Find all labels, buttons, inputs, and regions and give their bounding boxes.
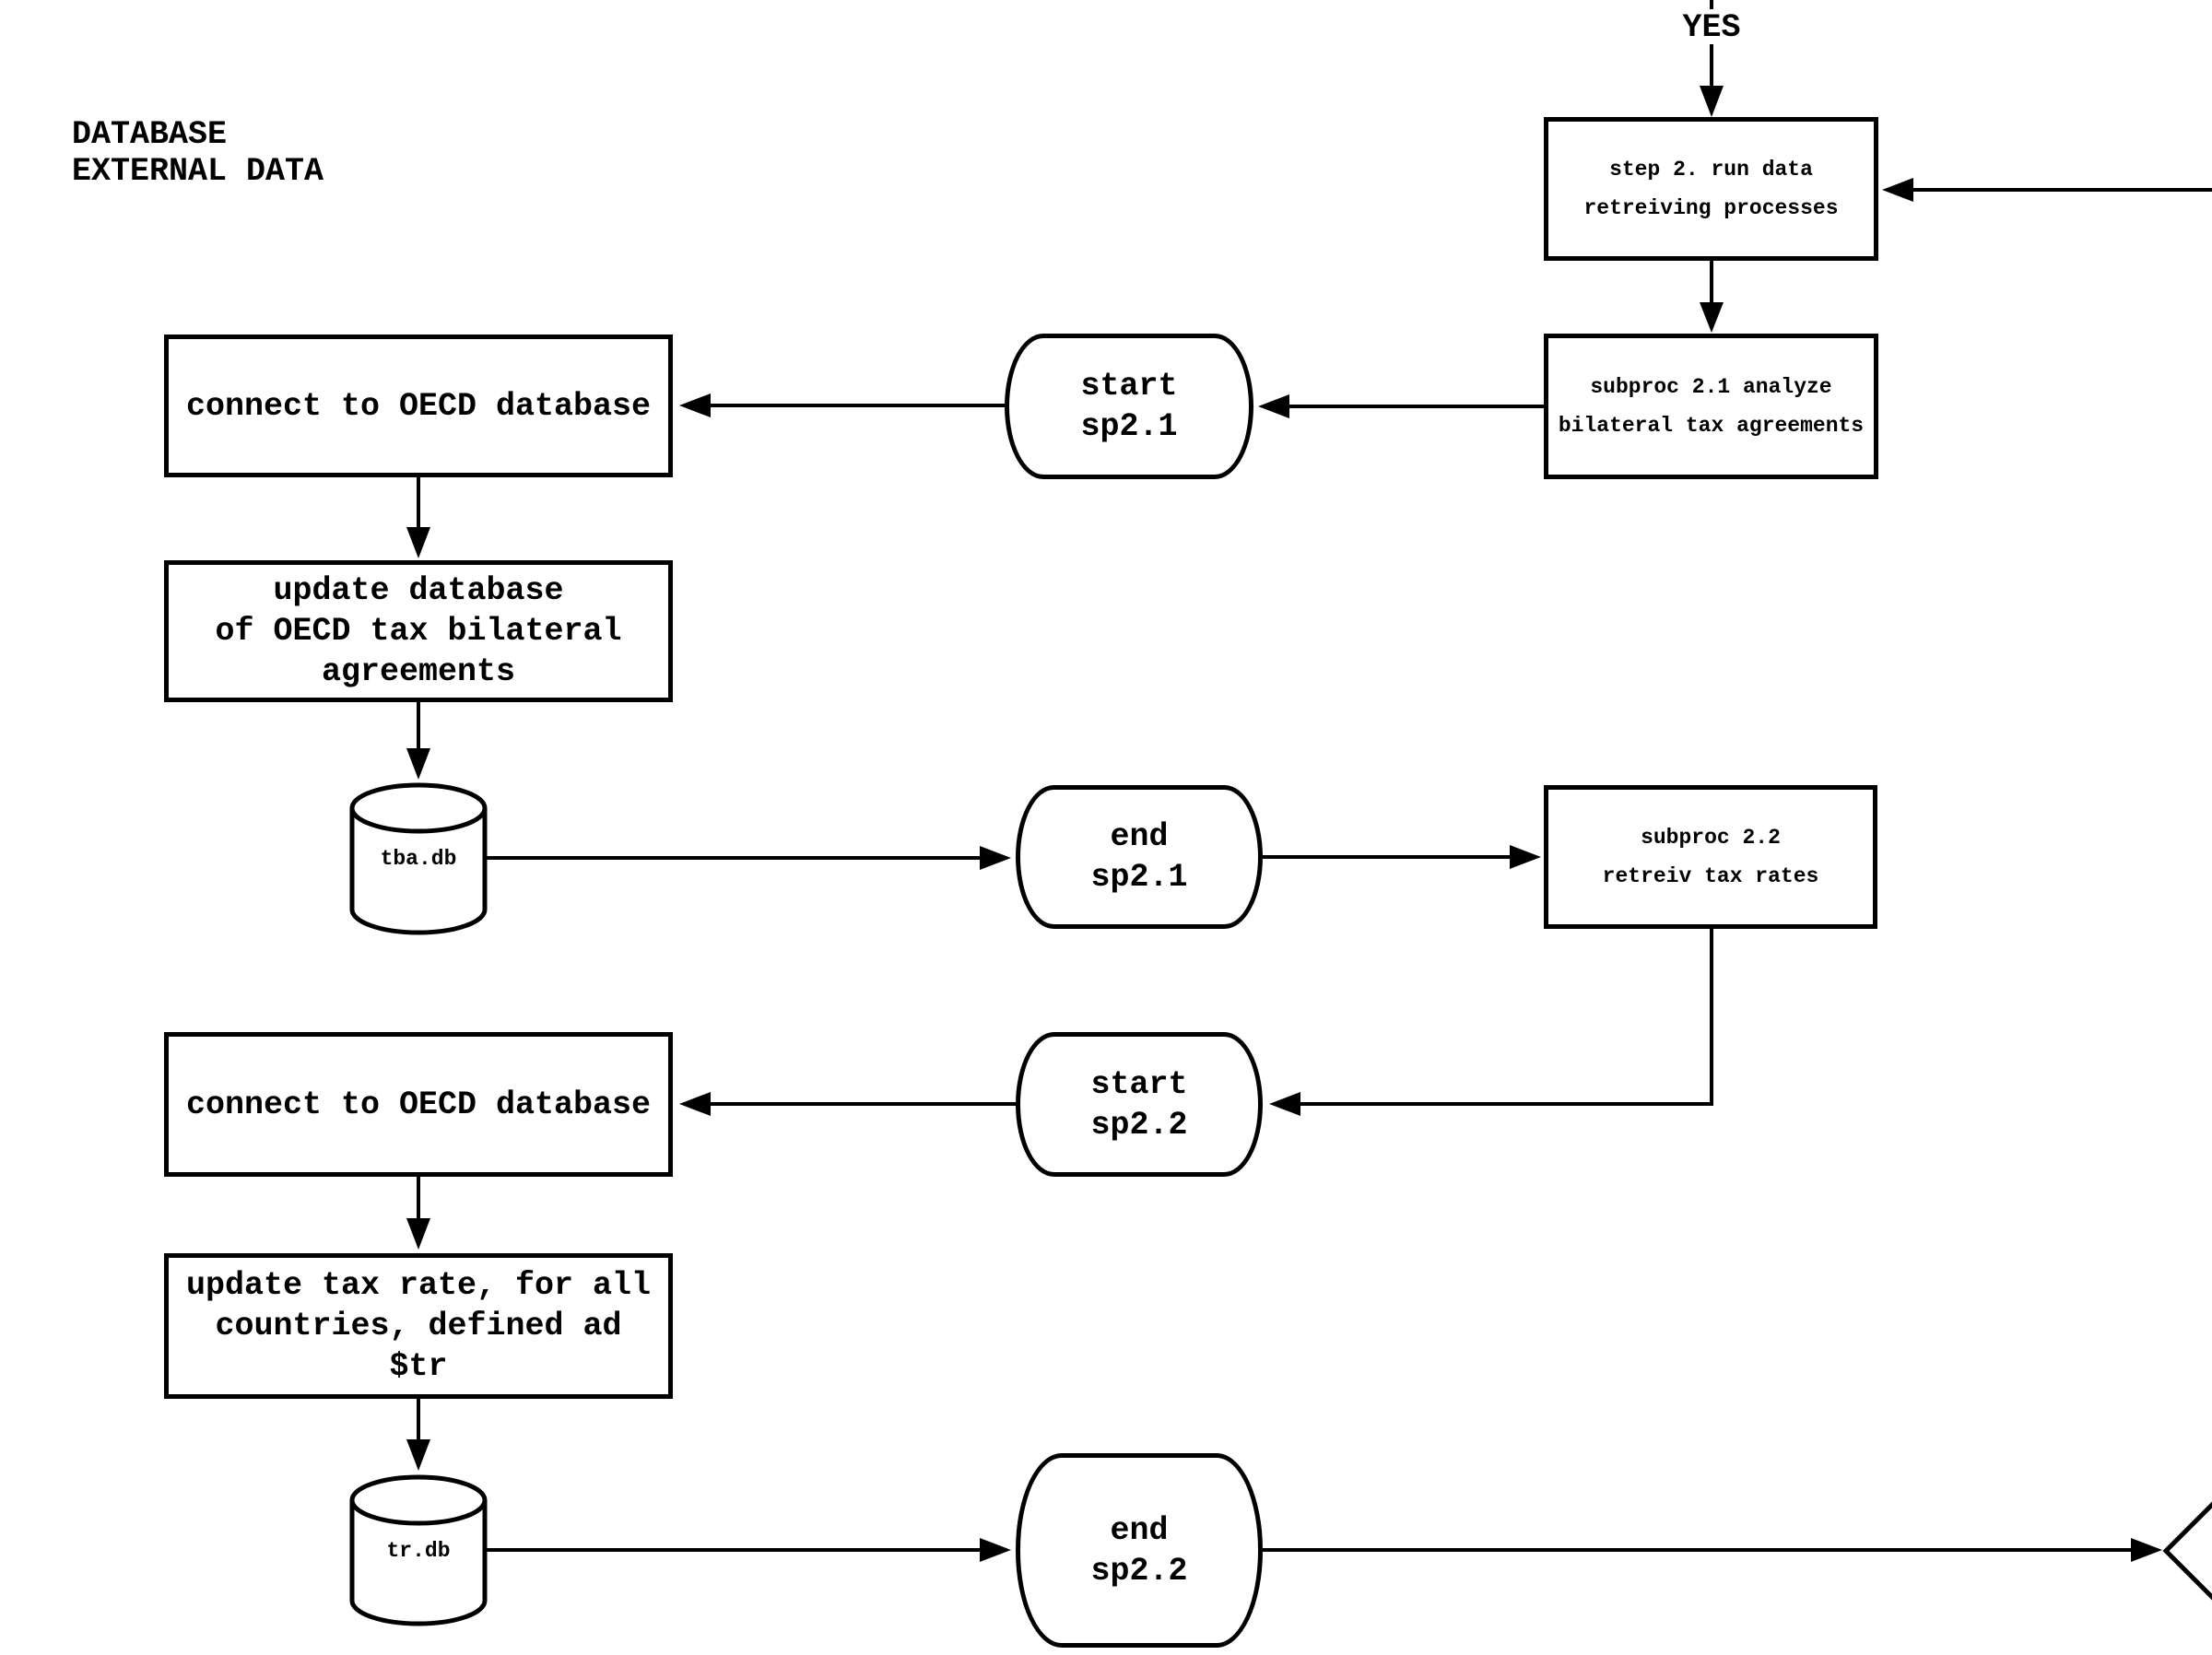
edge-label-yes: YES <box>1682 9 1741 46</box>
arrowhead-yes <box>1700 86 1724 117</box>
arrowhead-step2-subproc21 <box>1700 302 1724 333</box>
node-end-sp22: end sp2.2 <box>1016 1453 1263 1648</box>
arrowhead-updatedb-tba <box>406 748 430 780</box>
arrowhead-tba-end21 <box>980 846 1011 870</box>
node-subproc22: subproc 2.2 retreiv tax rates <box>1544 785 1877 929</box>
node-tr-db-label: tr.db <box>386 1538 451 1563</box>
node-connect-oecd-2: connect to OECD database <box>164 1032 673 1177</box>
tba-db-cylinder <box>349 782 488 935</box>
node-start-sp21-label: start sp2.1 <box>1080 368 1178 445</box>
node-start-sp22: start sp2.2 <box>1016 1032 1263 1177</box>
arrowhead-updatetax-tr <box>406 1439 430 1471</box>
node-connect-oecd-1: connect to OECD database <box>164 335 673 477</box>
tr-db-cylinder <box>349 1474 488 1626</box>
node-connect-oecd-1-label: connect to OECD database <box>185 387 652 425</box>
arrowhead-start22-connect2 <box>679 1092 711 1116</box>
node-connect-oecd-2-label: connect to OECD database <box>185 1086 652 1123</box>
arrowhead-subproc21-start21 <box>1258 394 1289 418</box>
node-step2: step 2. run data retreiving processes <box>1544 117 1878 261</box>
node-update-db: update database of OECD tax bilateral ag… <box>164 560 673 702</box>
offscreen-decision-diamond <box>2162 1501 2212 1601</box>
arrowhead-end21-subproc22 <box>1510 845 1541 869</box>
node-start-sp21: start sp2.1 <box>1005 334 1253 479</box>
node-update-db-label: update database of OECD tax bilateral ag… <box>215 572 622 690</box>
node-subproc21: subproc 2.1 analyze bilateral tax agreem… <box>1544 334 1878 479</box>
arrowhead-connect1-updatedb <box>406 527 430 558</box>
arrowhead-end22-decision <box>2131 1538 2162 1562</box>
node-subproc22-label: subproc 2.2 retreiv tax rates <box>1602 826 1819 888</box>
node-end-sp21: end sp2.1 <box>1016 785 1263 929</box>
node-end-sp22-label: end sp2.2 <box>1090 1511 1188 1590</box>
node-tba-db-label: tba.db <box>380 847 457 871</box>
arrowhead-into-step2 <box>1882 178 1913 202</box>
node-step2-label: step 2. run data retreiving processes <box>1583 158 1839 220</box>
edge-subproc22-start22-line <box>1300 929 1713 1106</box>
node-subproc21-label: subproc 2.1 analyze bilateral tax agreem… <box>1558 375 1865 438</box>
arrowhead-start21-connect1 <box>679 393 711 417</box>
arrowhead-connect2-updatetax <box>406 1218 430 1250</box>
node-start-sp22-label: start sp2.2 <box>1090 1065 1188 1144</box>
node-end-sp21-label: end sp2.1 <box>1090 818 1188 896</box>
node-update-tax-rate: update tax rate, for all countries, defi… <box>164 1253 673 1399</box>
corner-label: DATABASE EXTERNAL DATA <box>72 116 324 190</box>
arrowhead-subproc22-start22 <box>1269 1092 1300 1116</box>
node-update-tax-rate-label: update tax rate, for all countries, defi… <box>185 1267 652 1385</box>
arrowhead-tr-end22 <box>980 1538 1011 1562</box>
